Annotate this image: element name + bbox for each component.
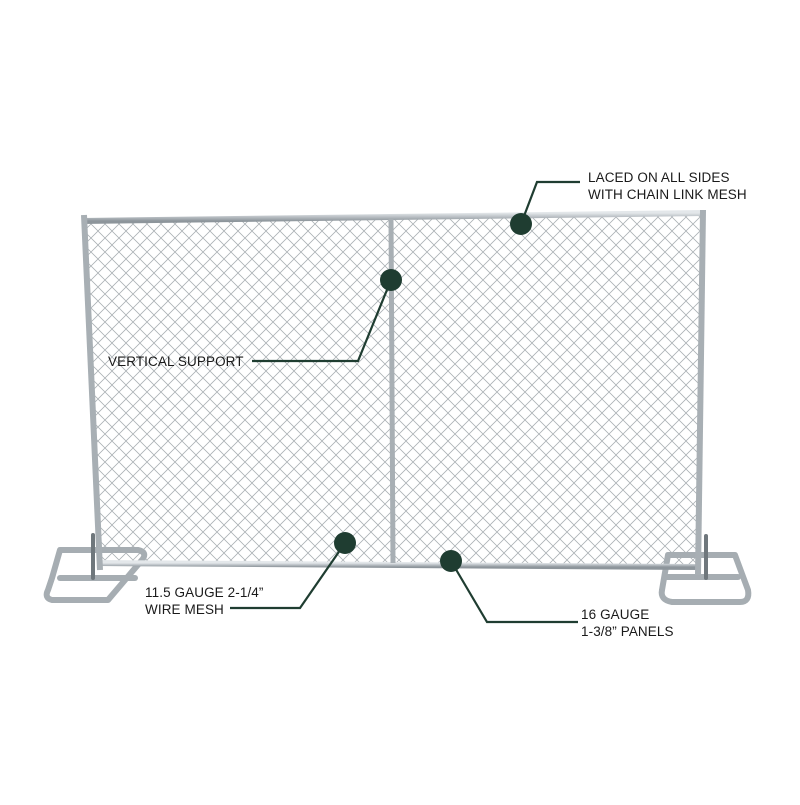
callout-vertical-support-label: VERTICAL SUPPORT [108,354,244,369]
left-stand [43,533,148,603]
callout-leaders [230,180,580,624]
marker-laced [510,213,532,235]
marker-vertical-support [380,269,402,291]
chain-link-mesh [86,214,700,566]
callout-wire-mesh-label: 11.5 GAUGE 2-1/4” WIRE MESH [145,585,264,617]
marker-panels [440,550,462,572]
callout-panels-label: 16 GAUGE 1-3/8” PANELS [581,607,674,639]
marker-wire-mesh [334,532,356,554]
callout-laced-label: LACED ON ALL SIDES WITH CHAIN LINK MESH [588,170,747,202]
callout-markers [334,213,532,572]
right-stand [658,534,752,605]
